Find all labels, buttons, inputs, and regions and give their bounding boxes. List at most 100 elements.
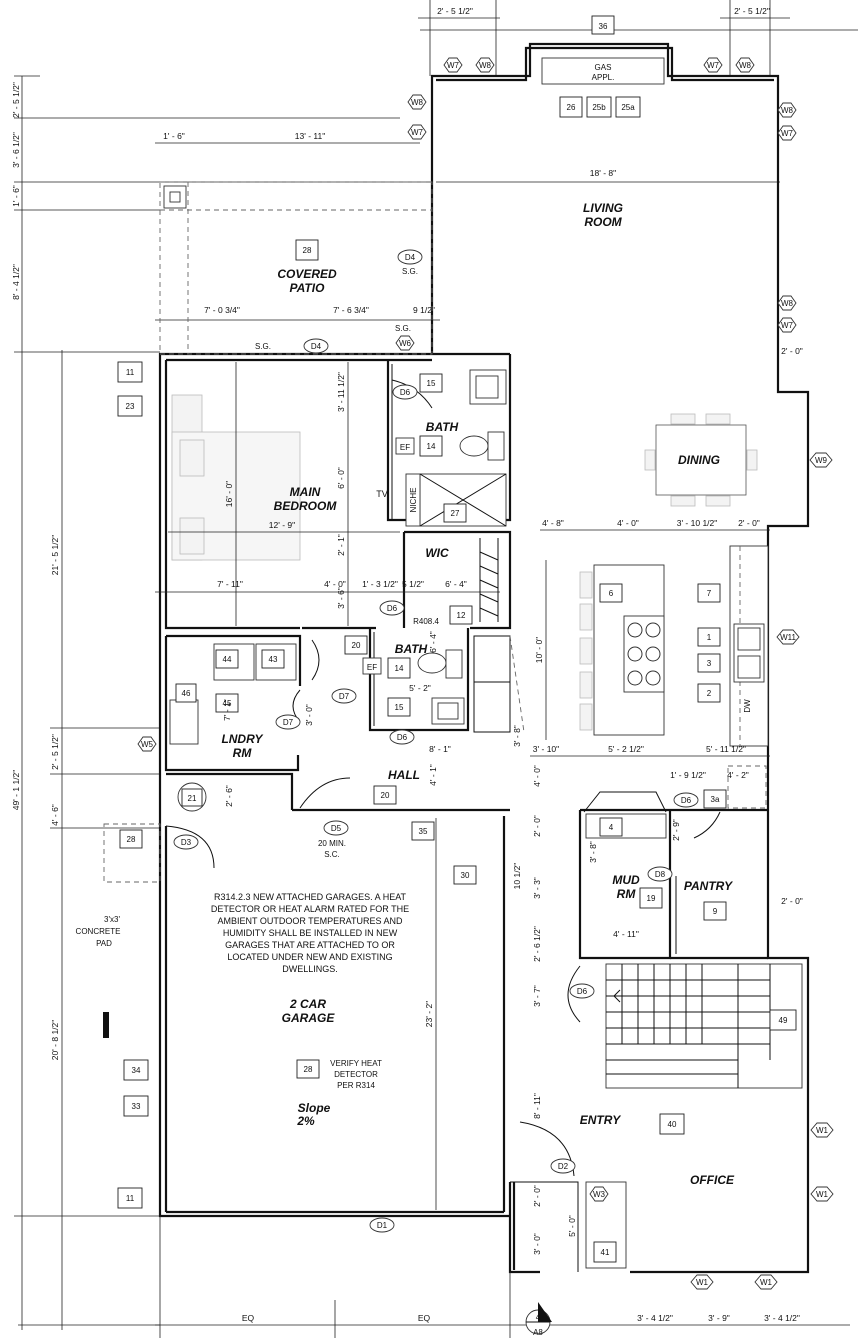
- tag-46-text: 46: [182, 689, 191, 698]
- living-room-label-2: ROOM: [584, 215, 622, 229]
- tag-11-top: [117, 361, 143, 383]
- tag-43-text: 43: [269, 655, 278, 664]
- dim-eq-a: EQ: [242, 1313, 255, 1323]
- dim-8-11: 8' - 11": [532, 1093, 542, 1119]
- tag-11-bottom: [117, 1187, 143, 1209]
- door-tag-d6-lower-text: D6: [397, 733, 408, 742]
- dim-3-9: 3' - 9": [708, 1313, 730, 1323]
- dim-3-3: 3' - 3": [532, 877, 542, 899]
- dim-2-6half: 2' - 6 1/2": [532, 926, 542, 962]
- tag-23-text: 23: [126, 402, 135, 411]
- gas-appliance: [541, 57, 665, 85]
- dim-3-0-e: 3' - 0": [532, 1233, 542, 1255]
- tag-33: [123, 1095, 149, 1117]
- dim-10-0: 10' - 0": [534, 637, 544, 663]
- stairs: [605, 963, 803, 1089]
- dim-left-4-6: 4' - 6": [50, 804, 60, 826]
- tag-43: [261, 649, 285, 669]
- tag-21: [181, 788, 203, 807]
- dim-4-0-b: 4' - 0": [324, 579, 346, 589]
- tag-3: [697, 653, 721, 673]
- left-dimension-texts: 2' - 5 1/2" 3' - 6 1/2" 1' - 6" 8' - 4 1…: [11, 82, 60, 1060]
- window-tag-w3-text: W3: [593, 1190, 606, 1199]
- dim-4-8: 4' - 8": [542, 518, 564, 528]
- tag-36: [591, 15, 615, 35]
- door-tag-d3-text: D3: [181, 838, 192, 847]
- concrete-pad: [103, 823, 161, 883]
- window-tag-w1-c: [690, 1274, 714, 1290]
- dim-2-0-k: 2' - 0": [738, 518, 760, 528]
- tag-44: [215, 649, 239, 669]
- window-tag-w1-c-text: W1: [696, 1278, 709, 1287]
- door-tag-d3: [173, 834, 199, 850]
- dim-3-7: 3' - 7": [532, 985, 542, 1007]
- sg-note-2: S.G.: [395, 324, 411, 333]
- mud-bench: [585, 813, 667, 839]
- garage-label-2: GARAGE: [282, 1011, 336, 1025]
- door-tag-d7-a: [275, 714, 301, 730]
- bath-upper-label: BATH: [426, 420, 459, 434]
- tag-40: [659, 1113, 685, 1135]
- dim-5-0: 5' - 0": [567, 1215, 577, 1237]
- window-tag-w7-c: W7: [411, 128, 424, 137]
- concrete-pad-line3: PAD: [96, 939, 112, 948]
- tag-21-text: 21: [188, 794, 197, 803]
- tag-6-text: 6: [609, 589, 614, 598]
- dim-3-4half-a: 3' - 4 1/2": [637, 1313, 673, 1323]
- dim-12-9: 12' - 9": [269, 520, 295, 530]
- window-tag-w7-b: W7: [707, 61, 720, 70]
- left-dimension-lines: [14, 75, 430, 1330]
- tag-25b: [586, 96, 612, 118]
- dim-4-0-k: 4' - 0": [617, 518, 639, 528]
- window-tag-w1-b-text: W1: [816, 1190, 829, 1199]
- window-tag-w8-e: W8: [781, 299, 794, 308]
- laundry-label-2: RM: [233, 746, 253, 760]
- tag-40-text: 40: [668, 1120, 677, 1129]
- main-bedroom-label-2: BEDROOM: [274, 499, 338, 513]
- garage-door-opener: [103, 1012, 109, 1038]
- dim-left-3-6half: 3' - 6 1/2": [11, 132, 21, 168]
- dim-3-10: 3' - 10": [533, 744, 559, 754]
- wic-label: WIC: [425, 546, 449, 560]
- garage-note-line7: DWELLINGS.: [282, 964, 338, 974]
- window-tag-w7-d: W7: [781, 129, 794, 138]
- tag-49-text: 49: [779, 1016, 788, 1025]
- door-swing-pantry: [693, 811, 721, 839]
- tag-23: [117, 395, 143, 417]
- top-dimension-lines: [155, 0, 858, 321]
- door-tag-d1: [369, 1217, 395, 1233]
- door-swing-d3: [165, 825, 215, 869]
- tag-44-text: 44: [223, 655, 232, 664]
- tag-15-upper-text: 15: [427, 379, 436, 388]
- dining-label: DINING: [678, 453, 720, 467]
- dim-4-11: 4' - 11": [613, 929, 639, 939]
- sc-note-line2: S.C.: [324, 850, 340, 859]
- dim-top-2-5half-b: 2' - 5 1/2": [734, 6, 770, 16]
- door-swing-d7-bath: [311, 639, 320, 681]
- tag-20-hall-text: 20: [381, 791, 390, 800]
- dim-3-10half: 3' - 10 1/2": [677, 518, 718, 528]
- dim-7-11: 7' - 11": [217, 579, 243, 589]
- tag-46: [175, 683, 197, 703]
- dim-1-6: 1' - 6": [163, 131, 185, 141]
- door-tag-d6-stairs: [569, 983, 595, 999]
- window-tag-w11-text: W11: [780, 633, 796, 642]
- window-tag-w8-a: W8: [479, 61, 492, 70]
- niche-text: NICHE: [409, 488, 418, 513]
- tag-25a-text: 25a: [621, 103, 635, 112]
- tag-35: [411, 821, 435, 841]
- garage-note-line4: HUMIDITY SHALL BE INSTALLED IN NEW: [223, 928, 398, 938]
- tag-6: [599, 583, 623, 603]
- covered-patio-outline: [159, 181, 433, 355]
- door-tag-d6-pantry-text: D6: [681, 796, 692, 805]
- tag-4: [599, 817, 623, 837]
- tag-34: [123, 1059, 149, 1081]
- door-tag-d8: [647, 866, 673, 882]
- door-tag-d6-wic: [379, 600, 405, 616]
- covered-patio-label-2: PATIO: [290, 281, 326, 295]
- tag-33-text: 33: [132, 1102, 141, 1111]
- window-tag-w6: W6: [399, 339, 412, 348]
- window-tag-w5-text: W5: [141, 740, 154, 749]
- tag-36-text: 36: [599, 22, 608, 31]
